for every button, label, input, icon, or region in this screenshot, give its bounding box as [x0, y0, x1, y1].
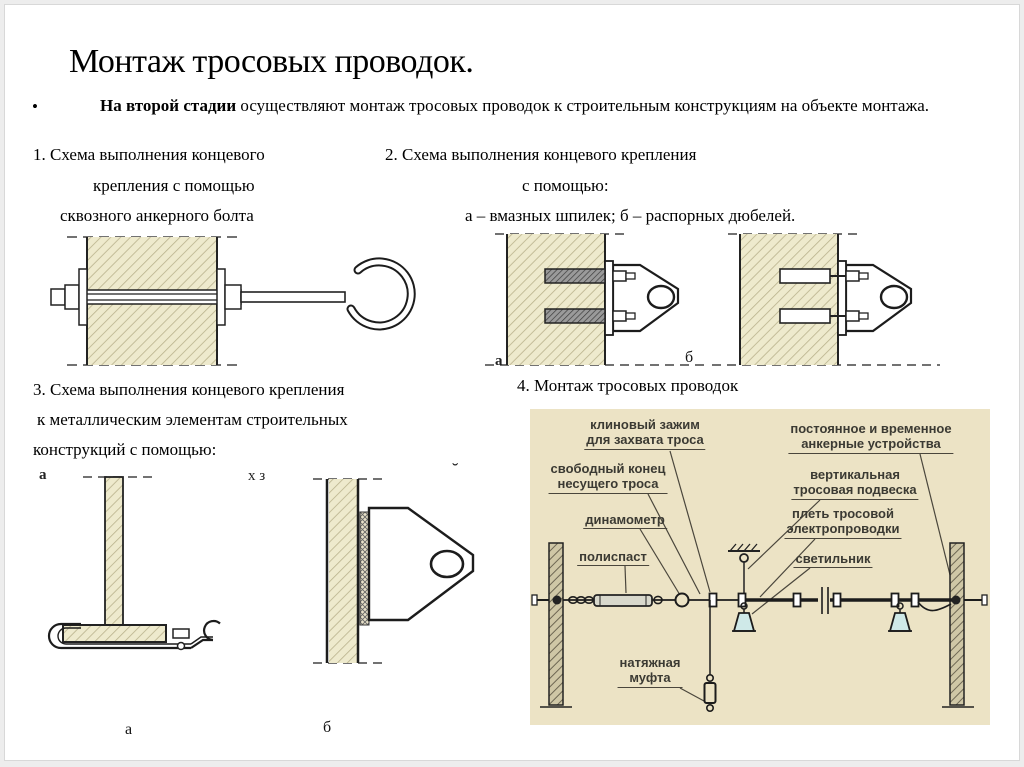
section2-label-b: б — [685, 349, 694, 366]
cable-clamps — [708, 592, 920, 608]
label-hoist: полиспаст — [577, 549, 649, 567]
section3-line2: к металлическим элементам строительных — [37, 410, 348, 429]
section3-label-a: а — [125, 721, 133, 738]
intro-rest: осуществляют монтаж тросовых проводок к … — [236, 96, 930, 115]
turnbuckle — [703, 600, 717, 712]
left-anchor — [531, 594, 562, 606]
diagram-expansion-dowels — [712, 233, 940, 366]
label-dynamometer: динамометр — [583, 512, 667, 530]
right-anchor — [917, 594, 988, 612]
right-wall — [949, 542, 965, 706]
section3-fragment-text: х з — [248, 468, 266, 484]
section1-line2: крепления с помощью — [93, 176, 255, 195]
section2-line3: а – вмазных шпилек; б – распорных дюбеле… — [465, 206, 796, 225]
left-wall — [548, 542, 564, 706]
lamp-1 — [732, 602, 756, 632]
diagram-welded-bracket — [313, 478, 475, 664]
section3-label-b: б — [323, 719, 332, 736]
label-wiring-string: плеть тросовой электропроводки — [784, 506, 902, 539]
hook-link — [653, 595, 663, 605]
label-free-end: свободный конец несущего троса — [548, 461, 668, 494]
section3-line3: конструкций с помощью: — [33, 440, 217, 459]
section2-line1: 2. Схема выполнения концевого крепления — [385, 145, 697, 164]
break-mark — [818, 587, 830, 614]
hoist-body — [593, 594, 653, 607]
section1-line1: 1. Схема выполнения концевого — [33, 145, 265, 164]
lamp-2 — [888, 602, 912, 632]
diagram-embedded-studs — [485, 233, 710, 366]
dynamometer-body — [674, 592, 690, 608]
label-lamp: светильник — [793, 551, 873, 569]
slide: Монтаж тросовых проводок. • На второй ст… — [4, 4, 1020, 761]
label-vertical-suspension: вертикальная тросовая подвеска — [791, 467, 919, 500]
label-anchor-devices: постоянное и временное анкерные устройст… — [788, 421, 954, 454]
ceiling-hook — [728, 543, 760, 598]
intro-lead: На второй стадии — [100, 96, 237, 115]
cable-wiring-panel: клиновый зажим для захвата троса постоян… — [530, 409, 990, 725]
diagram-beam-clamp — [47, 476, 221, 651]
cable-wiring-drawing — [531, 450, 988, 712]
section2-label-a: а — [495, 353, 503, 369]
label-turnbuckle: натяжная муфта — [617, 655, 683, 688]
section3-fragment-a: а — [39, 467, 47, 483]
diagram-through-anchor-bolt — [50, 236, 416, 366]
leader-lines — [624, 450, 955, 702]
section3-line1: 3. Схема выполнения концевого крепления — [33, 380, 345, 399]
section1-line3: сквозного анкерного болта — [60, 206, 254, 225]
intro-paragraph: На второй стадии осуществляют монтаж тро… — [100, 96, 998, 116]
section3-fragment-breve: ˘ — [452, 460, 459, 481]
section4-title: 4. Монтаж тросовых проводок — [517, 376, 739, 395]
section2-line2: с помощью: — [522, 176, 609, 195]
page-title: Монтаж тросовых проводок. — [69, 43, 474, 80]
label-wedge-clamp: клиновый зажим для захвата троса — [584, 417, 706, 450]
bullet-icon: • — [32, 97, 38, 116]
